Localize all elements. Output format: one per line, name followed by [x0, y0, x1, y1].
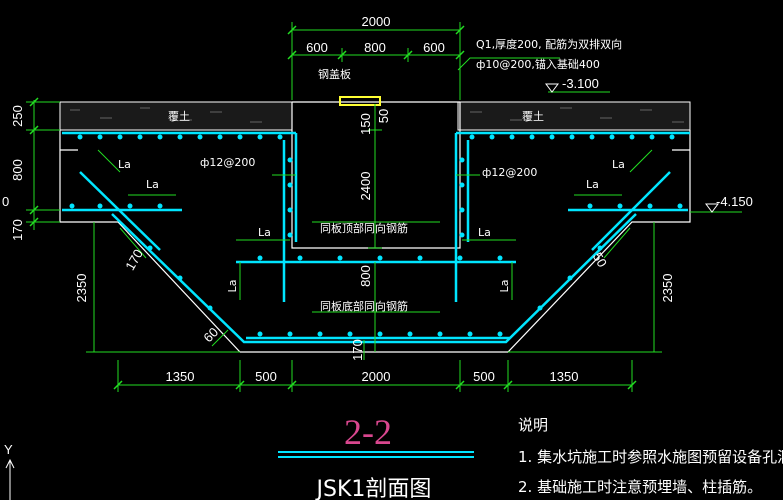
- dimension-ticks: [29, 25, 637, 390]
- soil-hatch-left: [59, 101, 293, 131]
- note-2: 2. 基础施工时注意预埋墙、柱插筋。: [518, 478, 762, 496]
- notes-heading: 说明: [518, 416, 548, 434]
- drawing-title: 2-2: [344, 412, 392, 452]
- dim-bot-1350-right: 1350: [550, 369, 579, 384]
- dim-inner-2400: 2400: [358, 172, 373, 201]
- soil-hatch-right: [457, 101, 691, 131]
- dim-left-2350: 2350: [74, 274, 89, 303]
- label-la-8: La: [498, 280, 511, 293]
- callout-wall-line2: ф10@200,锚入基础400: [476, 57, 600, 71]
- title-underline: [278, 451, 474, 458]
- dim-inner-150: 150: [358, 113, 373, 135]
- label-la-1: La: [118, 158, 131, 171]
- dim-slope-60: 60: [200, 324, 221, 345]
- dim-left-250: 250: [10, 105, 25, 127]
- dim-bot-500-right: 500: [473, 369, 495, 384]
- label-la-6: La: [478, 226, 491, 239]
- label-la-3: La: [586, 178, 599, 191]
- dim-top-a: 600: [306, 40, 328, 55]
- label-bottom-rebar: 同板底部同向钢筋: [320, 299, 408, 313]
- elev-top: -3.100: [562, 76, 599, 91]
- label-la-7: La: [226, 280, 239, 293]
- rebar-dots: [69, 134, 683, 337]
- label-la-5: La: [258, 226, 271, 239]
- dimension-lines: [26, 22, 742, 392]
- dim-slope-170: 170: [122, 247, 146, 273]
- axis-y-label: Y: [4, 442, 13, 457]
- dim-top-b: 800: [364, 40, 386, 55]
- dim-inner-50: 50: [376, 109, 391, 123]
- label-cover-plate: 钢盖板: [318, 67, 351, 81]
- dim-top-total: 2000: [362, 14, 391, 29]
- dim-bot-2000: 2000: [362, 369, 391, 384]
- label-rebar-right: ф12@200: [482, 166, 537, 179]
- label-top-rebar: 同板顶部同向钢筋: [320, 221, 408, 235]
- dim-right-2350: 2350: [660, 274, 675, 303]
- label-soil-right: 覆土: [522, 110, 544, 123]
- dim-inner-800: 800: [358, 265, 373, 287]
- dim-left-800: 800: [10, 159, 25, 181]
- dim-bot-1350-left: 1350: [166, 369, 195, 384]
- label-rebar-left: ф12@200: [200, 156, 255, 169]
- label-la-2: La: [146, 178, 159, 191]
- dim-top-c: 600: [423, 40, 445, 55]
- elevation-markers: [545, 83, 719, 213]
- dim-bottom-170: 170: [350, 339, 365, 361]
- label-la-4: La: [612, 158, 625, 171]
- dim-slope-50: 50: [590, 250, 610, 270]
- label-soil-left: 覆土: [168, 110, 190, 123]
- cover-plate: [339, 96, 381, 106]
- note-1: 1. 集水坑施工时参照水施图预留设备孔洞。: [518, 448, 783, 466]
- dim-left-edge: 0: [2, 194, 9, 209]
- elev-mid: -4.150: [716, 194, 753, 209]
- callout-wall-line1: Q1,厚度200, 配筋为双排双向: [476, 37, 622, 51]
- drawing-subtitle: JSK1剖面图: [315, 477, 432, 500]
- dim-bot-500-left: 500: [255, 369, 277, 384]
- dim-left-170: 170: [10, 219, 25, 241]
- ucs-axis-icon: [5, 458, 15, 500]
